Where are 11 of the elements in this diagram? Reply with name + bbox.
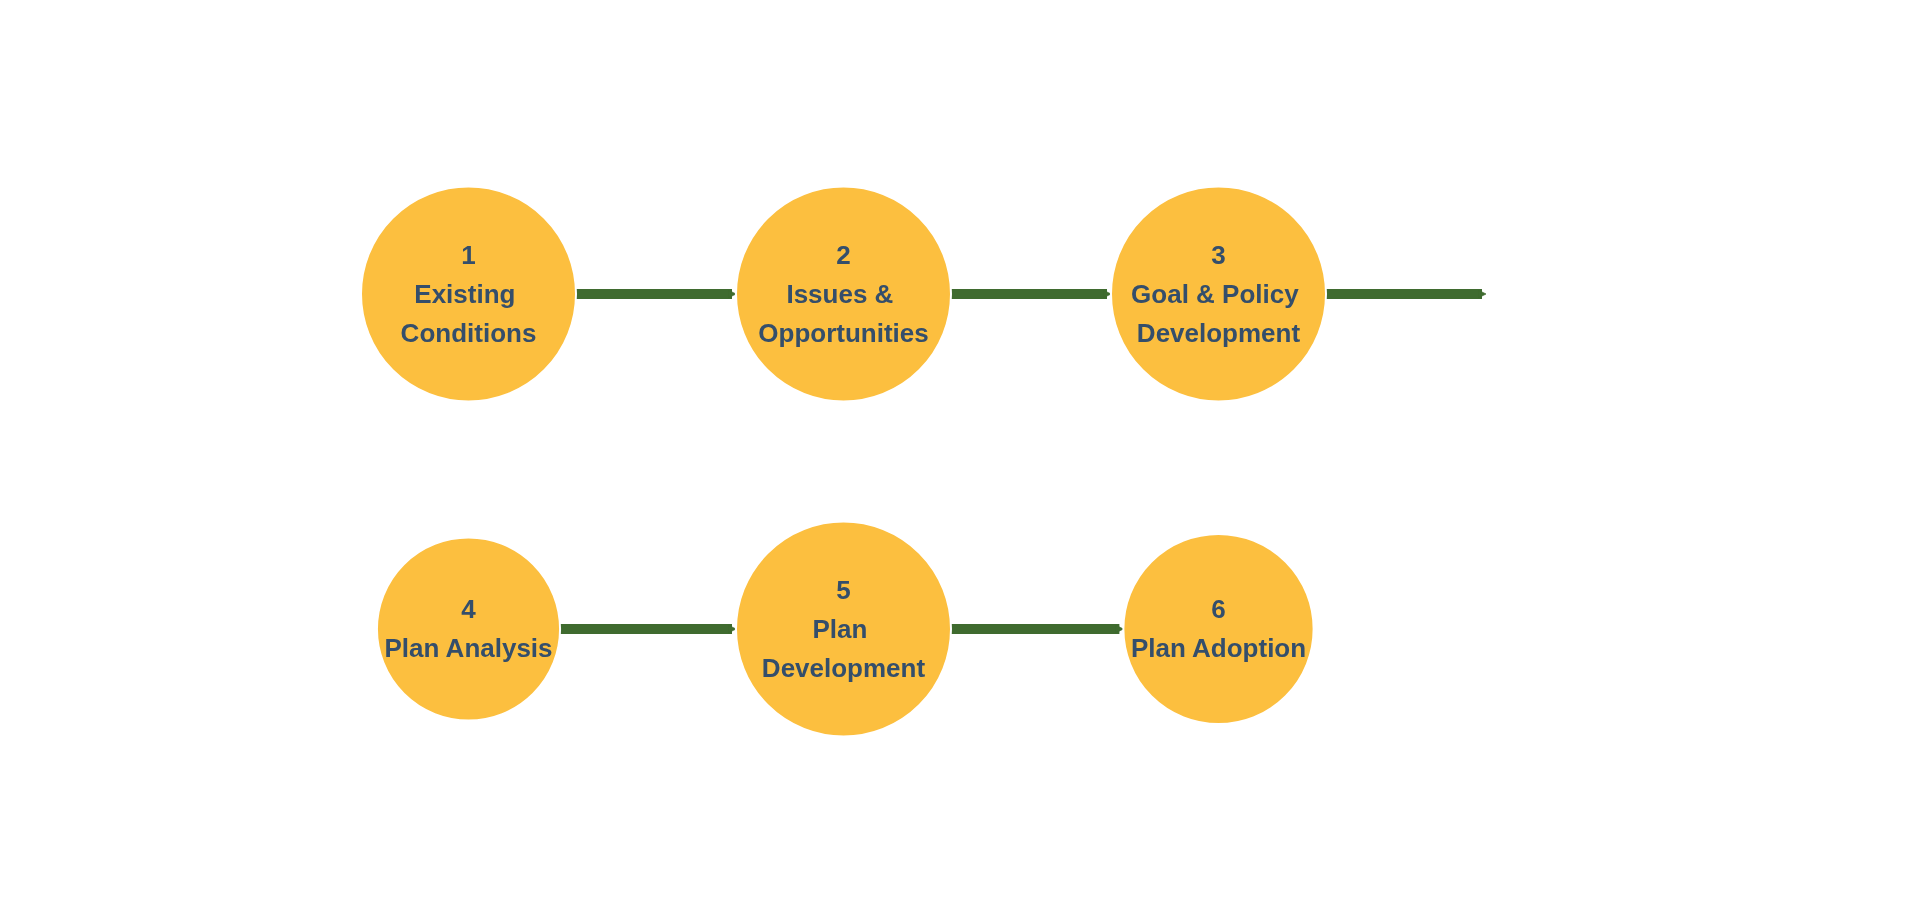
arrow <box>950 624 1124 634</box>
arrow <box>559 624 736 634</box>
node-circle: 2 Issues & Opportunities <box>734 185 952 403</box>
arrow <box>575 289 736 299</box>
node-circle: 3 Goal & Policy Development <box>1109 185 1327 403</box>
arrow <box>950 289 1111 299</box>
node-circle: 6 Plan Adoption <box>1121 532 1315 726</box>
node-circle: 5 Plan Development <box>734 520 952 738</box>
node-circle: 4 Plan Analysis <box>375 536 561 722</box>
node-circle: 1 Existing Conditions <box>359 185 577 403</box>
arrow <box>1325 289 1486 299</box>
